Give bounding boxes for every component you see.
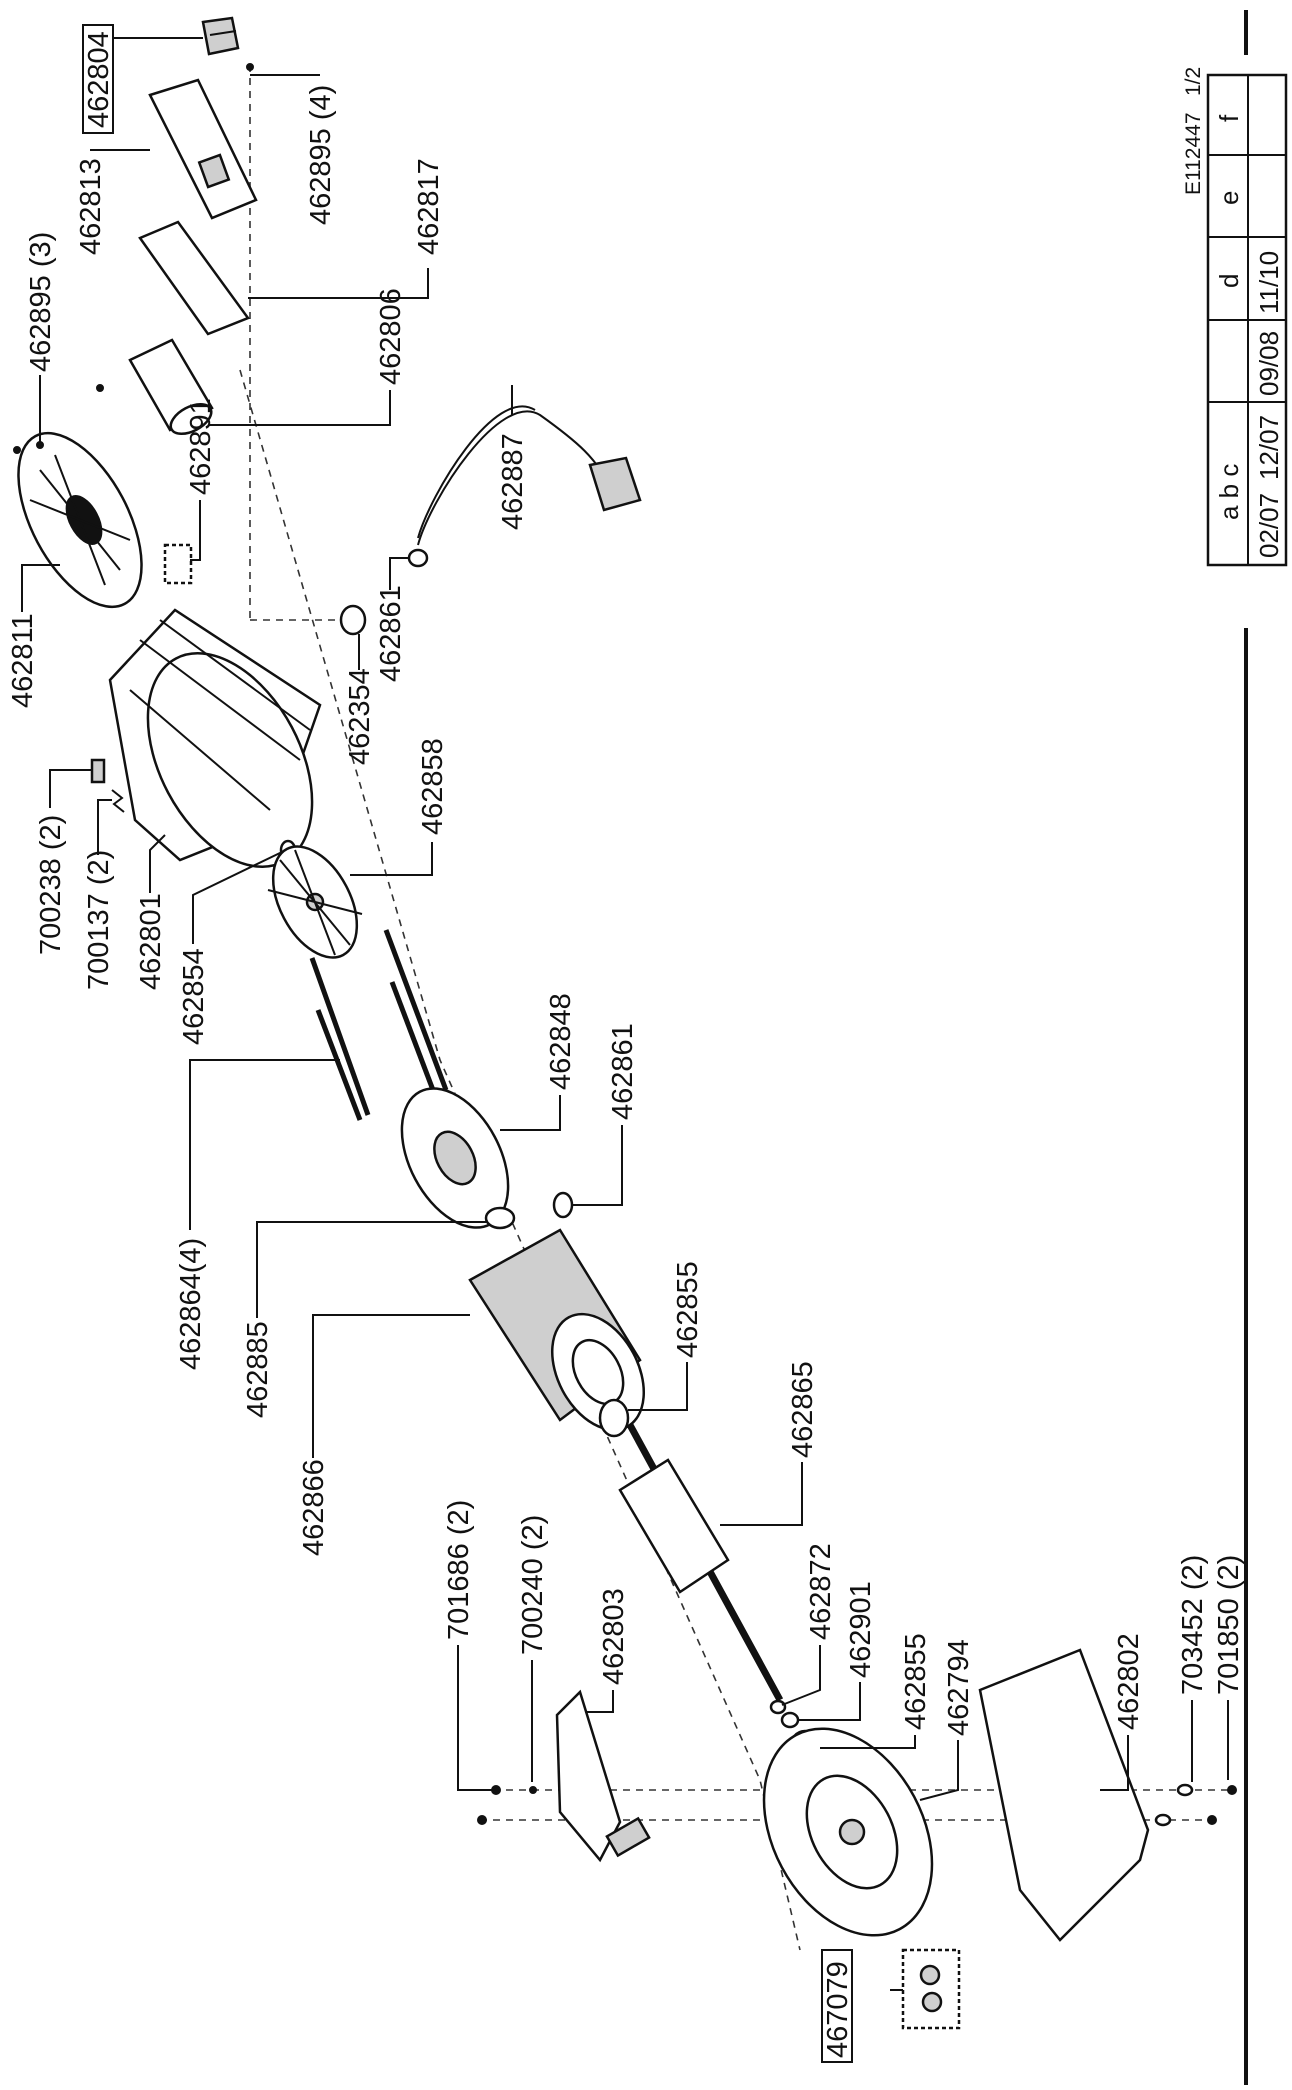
page-number: 1/2 bbox=[1182, 67, 1205, 96]
callout-462855-lower: 462855 bbox=[900, 1633, 932, 1730]
label-box-462804 bbox=[82, 24, 114, 134]
callout-462802: 462802 bbox=[1113, 1633, 1145, 1730]
revision-date-c: 12/07 bbox=[1254, 415, 1284, 480]
callout-462848: 462848 bbox=[545, 993, 577, 1090]
screw-462895-c bbox=[96, 384, 104, 392]
revision-block: a b c d e f 02/07 12/07 09/08 11/10 bbox=[1206, 73, 1288, 567]
motor-housing-part bbox=[108, 608, 322, 868]
callout-462872: 462872 bbox=[805, 1543, 837, 1640]
callout-467079: 467079 bbox=[822, 1961, 854, 2058]
screw-462895-a bbox=[13, 446, 21, 454]
handle-housing-part bbox=[148, 78, 258, 220]
wave-ring-part bbox=[484, 1206, 516, 1230]
tie-rods-part bbox=[309, 929, 449, 1121]
callout-462813: 462813 bbox=[75, 158, 107, 255]
callout-701686: 701686 (2) bbox=[443, 1500, 475, 1640]
revision-date-a: 02/07 bbox=[1254, 493, 1284, 558]
base-plate-part bbox=[978, 1648, 1150, 1942]
revision-letters-abc: a b c bbox=[1214, 464, 1244, 520]
callout-462861-upper: 462861 bbox=[375, 585, 407, 682]
screw-701686-b bbox=[477, 1815, 487, 1825]
callout-462804: 462804 bbox=[83, 31, 115, 128]
callout-462887: 462887 bbox=[497, 433, 529, 530]
callout-462885: 462885 bbox=[242, 1321, 274, 1418]
callout-462354: 462354 bbox=[344, 668, 376, 765]
foot-part bbox=[555, 1689, 651, 1863]
screw-set-part bbox=[163, 543, 193, 585]
callout-462794: 462794 bbox=[943, 1639, 975, 1736]
screw-462895-4 bbox=[246, 63, 254, 71]
callout-462895-3: 462895 (3) bbox=[25, 232, 57, 372]
callout-700238: 700238 (2) bbox=[35, 815, 67, 955]
label-box-467079 bbox=[821, 1949, 853, 2063]
callout-462861-lower: 462861 bbox=[607, 1023, 639, 1120]
callout-462801: 462801 bbox=[135, 893, 167, 990]
callout-462864: 462864(4) bbox=[175, 1238, 207, 1370]
callout-462858: 462858 bbox=[417, 738, 449, 835]
callout-462854: 462854 bbox=[178, 948, 210, 1045]
screw-700238-part bbox=[90, 758, 106, 784]
callout-462803: 462803 bbox=[598, 1588, 630, 1685]
callouts: 462804 462895 (4) 462813 462817 462806 4… bbox=[7, 31, 1245, 2058]
callout-462891: 462891 bbox=[185, 398, 217, 495]
fan-impeller-part bbox=[267, 845, 363, 959]
leader-lines bbox=[21, 37, 1229, 1991]
switch-block-part bbox=[201, 16, 240, 56]
washer-700240-a bbox=[529, 1786, 537, 1794]
power-cord-part bbox=[417, 405, 642, 546]
callout-462817: 462817 bbox=[413, 158, 445, 255]
callout-462865: 462865 bbox=[787, 1361, 819, 1458]
callout-462806: 462806 bbox=[375, 288, 407, 385]
shaft-seal-kit-part bbox=[901, 1948, 961, 2030]
screw-701850-b bbox=[1207, 1815, 1217, 1825]
callout-700137: 700137 (2) bbox=[83, 850, 115, 990]
callout-462895-4: 462895 (4) bbox=[305, 85, 337, 225]
revision-letter-f: f bbox=[1214, 114, 1244, 122]
bearing-part-upper bbox=[598, 1398, 630, 1438]
circlip-part bbox=[769, 1699, 787, 1715]
revision-letter-d: d bbox=[1214, 274, 1244, 288]
washer-700137-part bbox=[111, 789, 125, 813]
washer-703452-a bbox=[1176, 1783, 1194, 1797]
assembly-axis bbox=[239, 369, 801, 1951]
cable-clamp-part-lower bbox=[552, 1191, 574, 1219]
grommet-part bbox=[339, 604, 367, 636]
callout-462866: 462866 bbox=[298, 1459, 330, 1556]
callout-701850: 701850 (2) bbox=[1213, 1555, 1245, 1695]
screw-701850-a bbox=[1227, 1785, 1237, 1795]
washer-703452-b bbox=[1154, 1813, 1172, 1827]
gearbox-housing-part bbox=[762, 1727, 934, 1937]
callout-462855-upper: 462855 bbox=[672, 1261, 704, 1358]
cylinder-cover-part bbox=[128, 338, 214, 436]
document-reference: E112447 bbox=[1182, 112, 1205, 195]
fan-cover-part bbox=[17, 431, 143, 609]
callout-700240: 700240 (2) bbox=[517, 1515, 549, 1655]
cover-plate-part bbox=[138, 220, 250, 336]
revision-date-mid: 09/08 bbox=[1254, 331, 1284, 396]
rotor-part bbox=[618, 1423, 784, 1702]
screw-701686-a bbox=[491, 1785, 501, 1795]
end-shield-part bbox=[400, 1087, 510, 1229]
callout-462901: 462901 bbox=[845, 1581, 877, 1678]
callout-462811: 462811 bbox=[7, 613, 39, 708]
stator-part bbox=[468, 1228, 646, 1432]
revision-date-d: 11/10 bbox=[1254, 251, 1284, 314]
callout-703452: 703452 (2) bbox=[1177, 1555, 1209, 1695]
revision-letter-e: e bbox=[1214, 191, 1244, 205]
spacer-part bbox=[780, 1711, 800, 1729]
cable-clamp-part-upper bbox=[407, 548, 429, 568]
